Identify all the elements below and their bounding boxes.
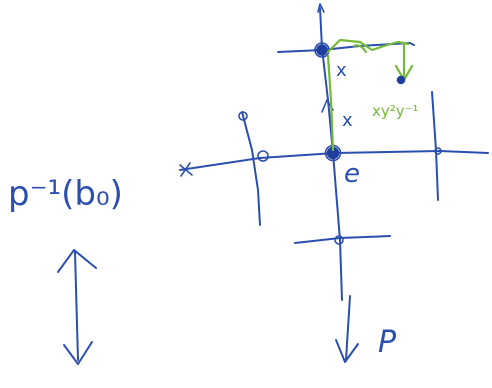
right-vertical-edge <box>431 91 439 201</box>
projection-arrow <box>335 295 359 363</box>
green-top-stroke <box>326 38 410 54</box>
green-lift-path <box>326 38 414 152</box>
top-vertex <box>316 44 328 56</box>
double-arrow <box>57 249 97 365</box>
green-endpoint-vertex <box>396 75 406 85</box>
right-branch-vertex <box>434 147 442 155</box>
left-branch-top-vertex <box>238 111 248 121</box>
green-curl <box>352 44 368 54</box>
double-arrow-shaft <box>74 251 79 361</box>
vertical-edge-main <box>319 7 343 301</box>
green-path-label: xy²y⁻¹ <box>372 102 419 120</box>
left-branch-vertex <box>257 150 269 162</box>
double-arrow-head-up <box>57 249 97 273</box>
projection-arrow-shaft <box>345 295 351 361</box>
projection-label: P <box>378 325 397 360</box>
edge-label-x-lower: x <box>342 110 353 131</box>
fiber-label: p⁻¹(b₀) <box>8 174 123 214</box>
double-arrow-head-down <box>63 341 93 365</box>
top-tick <box>317 3 325 13</box>
green-vertical-stroke <box>326 54 335 152</box>
bottom-branch-vertex <box>334 235 344 245</box>
vertex-e-label: e <box>344 159 360 189</box>
projection-arrow-head <box>335 339 359 363</box>
left-vertical-edge <box>241 111 261 226</box>
bottom-horizontal-edge <box>294 235 391 244</box>
edge-label-x-top: x <box>336 60 347 81</box>
left-end-mark <box>179 162 193 177</box>
